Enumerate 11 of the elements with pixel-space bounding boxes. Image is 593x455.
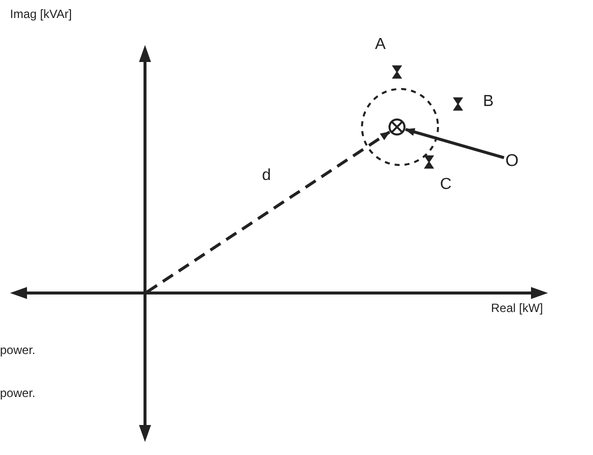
text-fragment: power. xyxy=(0,387,36,399)
axis-label: Real [kW] xyxy=(491,302,544,314)
dashed-arrow xyxy=(146,130,390,294)
text-fragment: power. xyxy=(0,344,36,356)
axis-label: Imag [kVAr] xyxy=(10,8,72,20)
point-label: B xyxy=(483,94,494,110)
point-label: O xyxy=(504,150,520,170)
point-label: A xyxy=(375,37,386,53)
crossed-circle-marker xyxy=(388,118,406,136)
point-label: C xyxy=(440,177,452,193)
arrow xyxy=(404,128,504,160)
